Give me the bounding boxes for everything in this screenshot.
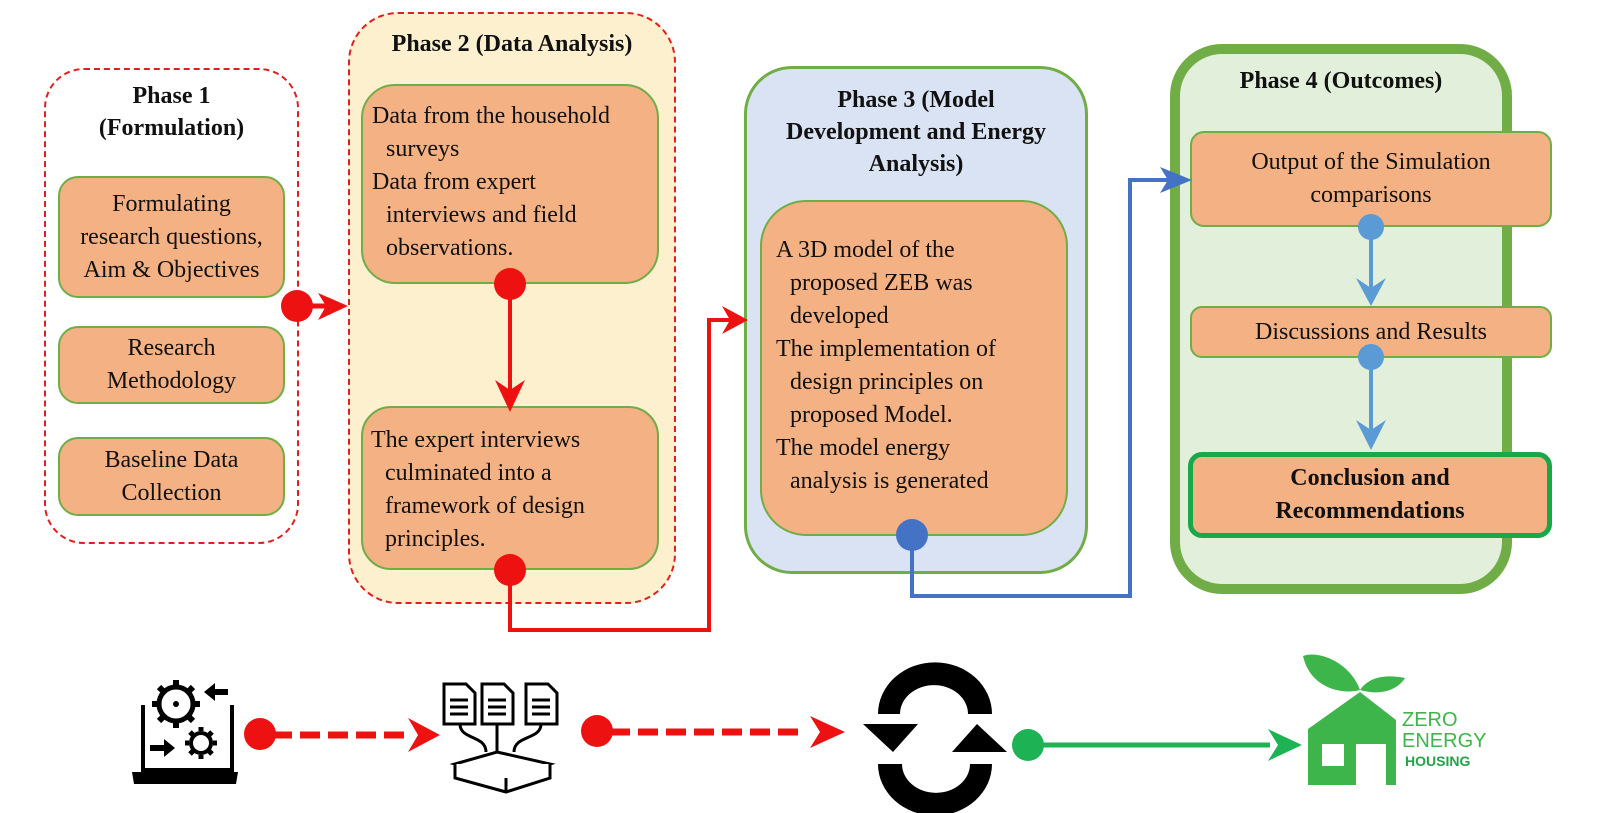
phase-3-title-line: Phase 3 (Model xyxy=(837,87,995,113)
phase-3-title-line: Analysis) xyxy=(868,151,964,177)
box-text-line: A 3D model of the xyxy=(776,237,955,263)
phase-1-title-line: (Formulation) xyxy=(98,115,245,141)
connector-phase4-internal-2 xyxy=(1356,344,1386,450)
refresh-cycle-icon xyxy=(863,662,1007,813)
connector-bottom-3 xyxy=(1012,729,1302,761)
box-text-line: Output of the Simulation xyxy=(1251,149,1491,175)
box-text-line: The implementation of xyxy=(776,336,996,362)
box-text-line: Data from the household xyxy=(372,103,610,129)
zero-energy-housing-logo xyxy=(1303,654,1405,785)
phase-1-title: Phase 1 (Formulation) xyxy=(44,80,299,144)
box-text-line: Research xyxy=(127,335,216,361)
phase-4-title: Phase 4 (Outcomes) xyxy=(1170,65,1512,97)
logo-text-housing: HOUSING xyxy=(1405,753,1471,769)
arrowhead-icon xyxy=(810,716,845,748)
box-text-line: Methodology xyxy=(106,368,237,394)
connector-start-dot xyxy=(1358,344,1384,370)
box-text-line: culminated into a xyxy=(385,460,552,486)
arrowhead-icon xyxy=(1160,167,1192,193)
box-text-line: developed xyxy=(790,303,889,329)
connector-start-dot xyxy=(494,268,526,300)
logo-text-zero: ZERO xyxy=(1402,709,1458,731)
phase-2-title: Phase 2 (Data Analysis) xyxy=(348,28,676,60)
connector-bottom-1 xyxy=(244,718,440,752)
connector-phase2-internal xyxy=(494,268,526,412)
box-text-line: Conclusion and xyxy=(1290,465,1450,491)
box-text-line: framework of design xyxy=(385,493,585,519)
box-text-line: Formulating xyxy=(112,190,231,217)
arrowhead-icon xyxy=(1356,420,1386,450)
box-text-line: interviews and field xyxy=(386,202,577,228)
box-baseline-data: Baseline Data Collection xyxy=(58,437,285,516)
logo-text-energy: ENERGY xyxy=(1402,730,1487,752)
arrowhead-icon xyxy=(722,306,748,334)
box-text-line: Data from expert xyxy=(372,169,536,195)
connector-start-dot xyxy=(1012,729,1044,761)
connector-start-dot xyxy=(244,718,276,750)
connector-phase4-internal-1 xyxy=(1356,214,1386,306)
box-research-methodology: Research Methodology xyxy=(58,326,285,404)
box-conclusion-recommendations: Conclusion and Recommendations xyxy=(1188,452,1552,538)
arrowhead-icon xyxy=(408,718,440,752)
laptop-gears-icon xyxy=(132,680,238,784)
box-text-line: Collection xyxy=(121,479,222,506)
phase-2-title-line: Phase 2 (Data Analysis) xyxy=(391,31,633,57)
connector-bottom-2 xyxy=(581,715,845,748)
arrowhead-icon xyxy=(495,380,525,412)
box-text-line: observations. xyxy=(386,235,514,261)
connector-start-dot xyxy=(1358,214,1384,240)
phase-3-title-line: Development and Energy xyxy=(786,119,1046,145)
phase-3-title: Phase 3 (Model Development and Energy An… xyxy=(744,84,1088,180)
box-text-line: Aim & Objectives xyxy=(83,256,260,283)
box-text-line: Discussions and Results xyxy=(1254,318,1487,345)
box-text-line: principles. xyxy=(385,526,486,552)
connector-start-dot xyxy=(896,519,928,551)
connector-phase2-to-phase3 xyxy=(494,306,748,632)
connector-start-dot xyxy=(281,290,313,322)
box-expert-interviews: The expert interviews culminated into a … xyxy=(361,406,659,570)
box-simulation-output: Output of the Simulation comparisons xyxy=(1190,131,1552,227)
arrowhead-icon xyxy=(318,293,348,320)
leaf-icon xyxy=(1303,654,1360,692)
box-text-line: surveys xyxy=(386,136,460,162)
box-text-line: The expert interviews xyxy=(371,427,581,453)
box-text-line: proposed ZEB was xyxy=(790,270,973,296)
box-text-line: analysis is generated xyxy=(790,468,989,494)
box-text-line: design principles on xyxy=(790,369,984,395)
box-text-line: proposed Model. xyxy=(790,402,953,428)
box-text-line: The model energy xyxy=(776,435,951,461)
connector-phase1-to-phase2 xyxy=(281,290,348,322)
leaf-icon xyxy=(1360,676,1405,693)
box-formulating-questions: Formulating research questions, Aim & Ob… xyxy=(58,176,285,298)
box-text-line: Recommendations xyxy=(1275,498,1465,524)
arrowhead-icon xyxy=(1268,729,1302,761)
documents-database-icon xyxy=(442,682,559,794)
connector-start-dot xyxy=(581,715,613,747)
box-text-line: comparisons xyxy=(1310,182,1432,208)
box-3d-model: A 3D model of the proposed ZEB was devel… xyxy=(760,200,1068,536)
connector-phase3-to-phase4 xyxy=(896,167,1192,598)
box-text-line: research questions, xyxy=(80,223,263,250)
box-household-data: Data from the household surveys Data fro… xyxy=(361,84,659,284)
box-text-line: Baseline Data xyxy=(104,446,239,473)
arrowhead-icon xyxy=(1356,278,1386,306)
connector-start-dot xyxy=(494,554,526,586)
phase-1-title-line: Phase 1 xyxy=(132,83,211,109)
phase-4-title-line: Phase 4 (Outcomes) xyxy=(1239,68,1443,94)
